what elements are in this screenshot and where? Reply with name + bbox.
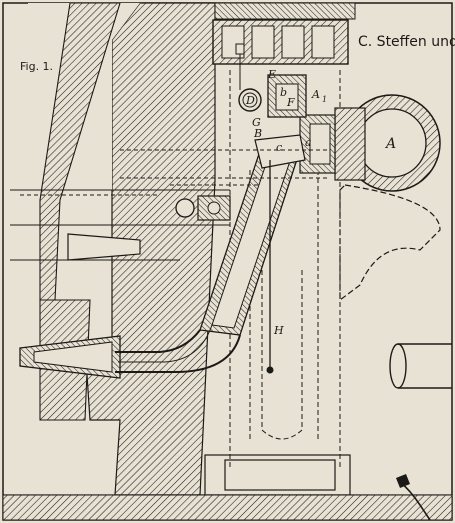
label-H: H	[273, 324, 284, 337]
floor	[2, 494, 453, 521]
label-E: E	[267, 68, 276, 81]
ring-main-box	[212, 2, 356, 65]
label-F: F	[286, 96, 295, 109]
tuyere-cone	[19, 233, 141, 379]
bracket	[339, 184, 441, 302]
hot-blast-main	[299, 94, 441, 192]
rod-H	[266, 160, 274, 374]
label-G: G	[252, 116, 261, 129]
label-c: c	[276, 141, 282, 154]
label-b: b	[280, 86, 287, 99]
figure-caption: Fig. 1.	[20, 60, 53, 73]
label-A1-sub: 1	[322, 95, 327, 104]
label-B: B	[253, 127, 262, 140]
header-text: C. Steffen und	[358, 34, 455, 50]
tuyere-stock-pipe	[115, 134, 306, 373]
label-A1: A	[311, 88, 320, 101]
gauge-D	[238, 88, 262, 112]
peephole-fitting	[175, 195, 231, 221]
label-D: D	[245, 94, 255, 107]
side-pipe	[389, 343, 452, 521]
label-a: a	[305, 136, 312, 149]
valve-housing	[235, 43, 307, 118]
label-A: A	[384, 136, 396, 152]
